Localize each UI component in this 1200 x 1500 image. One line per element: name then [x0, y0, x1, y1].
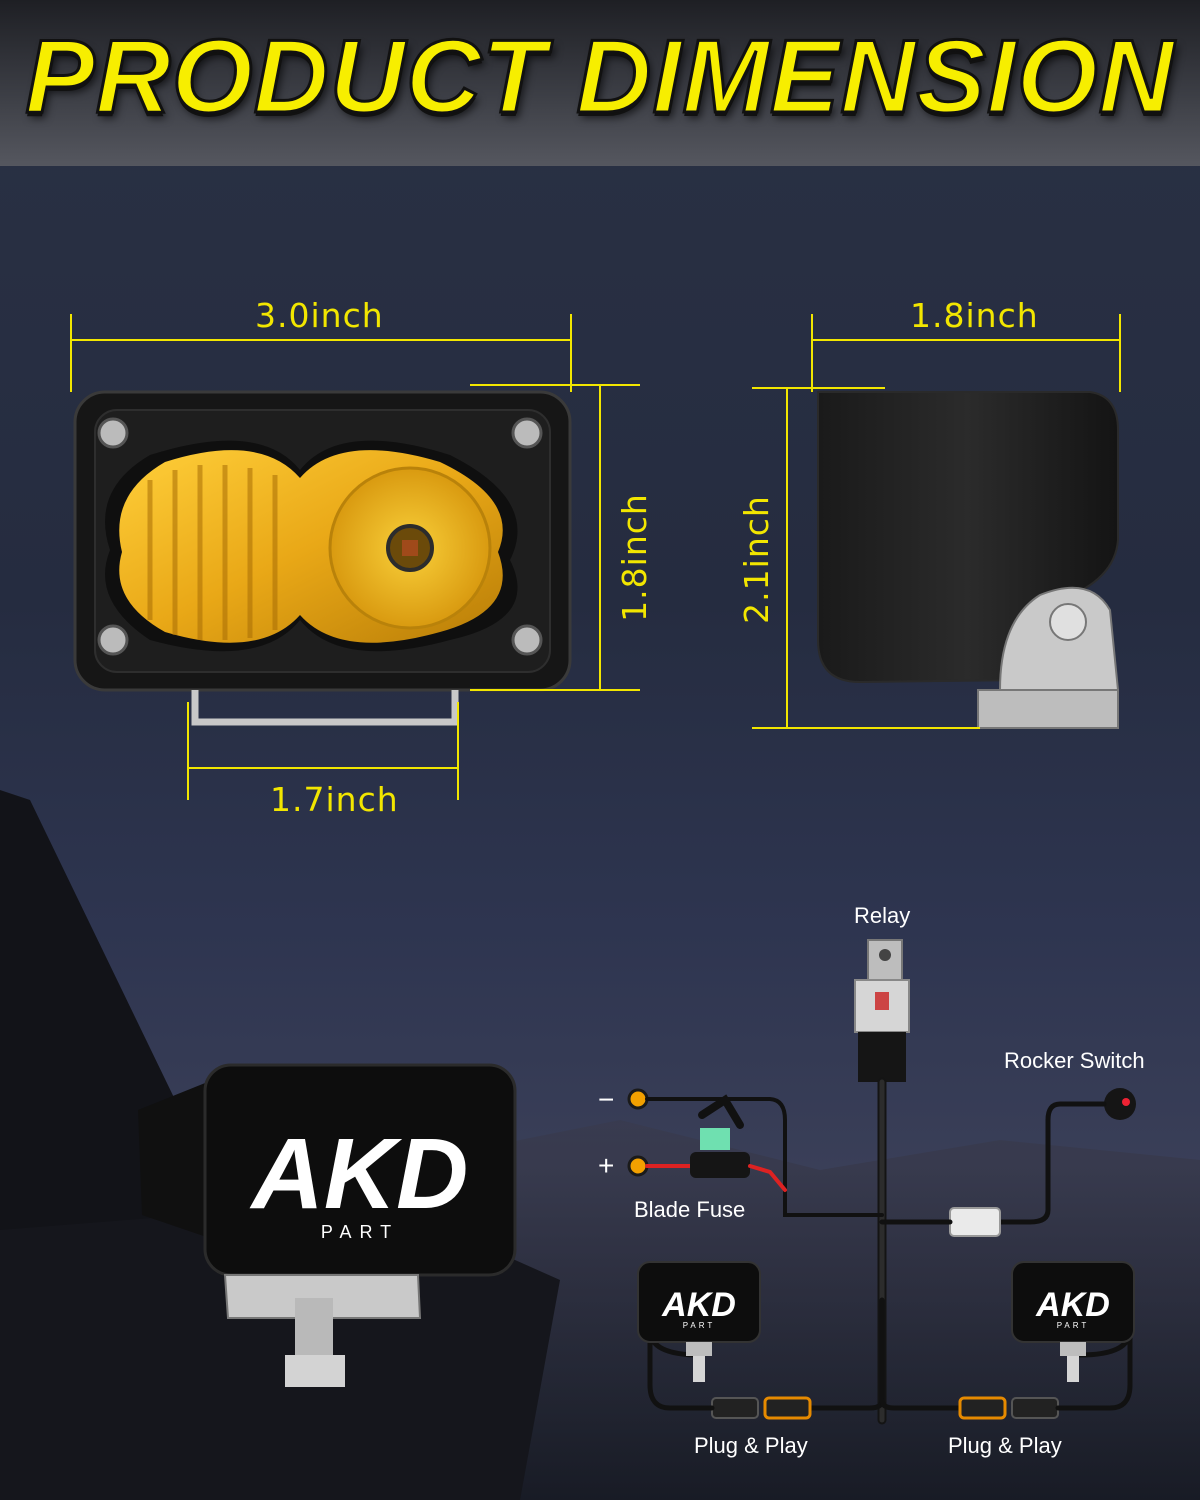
- brand-logo-sub-large: PART: [321, 1222, 399, 1242]
- wiring-harness: [627, 939, 1136, 1425]
- rocker-switch-label: Rocker Switch: [1004, 1048, 1145, 1073]
- front-width-label: 3.0inch: [255, 296, 384, 335]
- dimension-lines-side: [752, 314, 1121, 729]
- negative-terminal-label: −: [598, 1084, 615, 1115]
- brand-logo-small-left: AKD: [661, 1286, 736, 1324]
- wiring-light-left: AKD PART: [637, 1261, 761, 1382]
- brand-logo-sub-small-left: PART: [683, 1321, 716, 1330]
- front-height-label: 1.8inch: [614, 493, 654, 622]
- plug-and-play-right-label: Plug & Play: [948, 1433, 1062, 1458]
- brand-logo-small-right: AKD: [1035, 1286, 1110, 1324]
- wiring-light-right: AKD PART: [1011, 1261, 1135, 1382]
- front-view-light: [73, 390, 572, 726]
- mounted-light-photo: AKD PART: [138, 1063, 517, 1387]
- side-view-light: [817, 391, 1120, 729]
- brand-logo-sub-small-right: PART: [1057, 1321, 1090, 1330]
- blade-fuse-label: Blade Fuse: [634, 1197, 746, 1222]
- dimension-lines-front: [70, 314, 640, 800]
- page-title: PRODUCT DIMENSION: [24, 18, 1175, 137]
- bracket-width-label: 1.7inch: [270, 780, 399, 819]
- side-height-label: 2.1inch: [736, 495, 776, 624]
- relay-label: Relay: [854, 903, 911, 928]
- title-banner: [0, 0, 1200, 166]
- plug-and-play-left-label: Plug & Play: [694, 1433, 808, 1458]
- brand-logo-large: AKD: [249, 1118, 469, 1230]
- side-depth-label: 1.8inch: [910, 296, 1039, 335]
- positive-terminal-label: +: [598, 1150, 615, 1181]
